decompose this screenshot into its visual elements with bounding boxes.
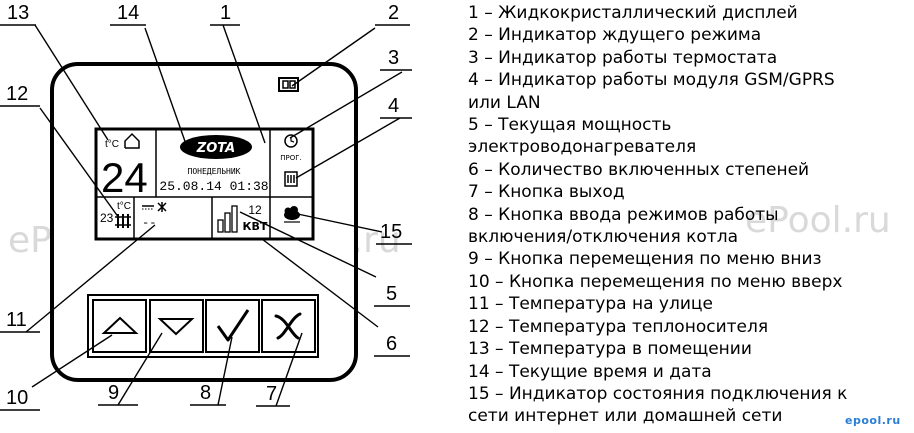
legend-item-15-cont: сети интернет или домашней сети <box>468 406 783 427</box>
callout-10: 10 <box>6 387 28 409</box>
legend-item-5-cont: электроводонагревателя <box>468 137 697 158</box>
coolant-temperature: 23 <box>100 211 114 225</box>
callout-15: 15 <box>380 221 402 243</box>
callout-6: 6 <box>386 333 397 355</box>
indoor-temp-unit: t°C <box>105 139 119 150</box>
callout-7: 7 <box>266 383 277 405</box>
power-stages-icon <box>217 205 238 233</box>
day-of-week: ПОНЕДЕЛЬНИК <box>188 167 241 176</box>
zota-logo-text: ZOTA <box>196 141 235 156</box>
outdoor-temperature: -- <box>142 216 156 230</box>
legend-item-1: 1 – Жидкокристаллический дисплей <box>468 3 798 23</box>
legend: 1 – Жидкокристаллический дисплей 2 – Инд… <box>468 2 912 428</box>
legend-item-15: 15 – Индикатор состояния подключения к <box>468 383 848 404</box>
outdoor-weather-icon <box>142 202 167 212</box>
menu-down-button[interactable] <box>149 299 204 353</box>
current-power: 12 <box>248 203 262 217</box>
legend-item-5: 5 – Текущая мощность <box>468 115 672 136</box>
program-label: ПРОГ. <box>280 154 302 162</box>
legend-item-7: 7 – Кнопка выход <box>468 182 625 203</box>
room-temperature: 24 <box>101 154 148 201</box>
caption-underlines <box>0 24 412 411</box>
callout-8: 8 <box>200 382 211 404</box>
legend-item-4: 4 – Индикатор работы модуля GSM/GPRS <box>468 70 835 91</box>
gsm-module-icon <box>284 171 298 187</box>
controller-diagram: ePool.ru ePool.ru t°C 24 ZOTA ПОНЕДЕЛЬНИ… <box>0 2 412 411</box>
callout-leaders <box>25 24 403 407</box>
legend-item-13: 13 – Температура в помещении <box>468 339 752 360</box>
legend-item-3: 3 – Индикатор работы термостата <box>468 47 778 68</box>
callout-13: 13 <box>7 2 29 24</box>
legend-item-4-cont: или LAN <box>468 92 541 113</box>
watermark-small: epool.ru <box>845 414 901 427</box>
menu-up-button[interactable] <box>92 299 147 353</box>
date-time: 25.08.14 01:38 <box>159 179 268 194</box>
callout-14: 14 <box>117 2 139 24</box>
zota-logo <box>180 135 252 159</box>
callout-11: 11 <box>6 309 27 331</box>
network-status-icon <box>284 206 300 223</box>
legend-item-11: 11 – Температура на улице <box>468 294 713 315</box>
power-unit: КВТ <box>243 220 268 233</box>
callout-12: 12 <box>6 83 28 105</box>
callout-3: 3 <box>388 47 399 69</box>
legend-item-8-cont: включения/отключения котла <box>468 227 738 248</box>
house-icon <box>124 132 140 149</box>
down-arrow-icon <box>157 318 195 336</box>
callout-5: 5 <box>386 283 397 305</box>
legend-item-2: 2 – Индикатор ждущего режима <box>468 25 762 46</box>
legend-item-8: 8 – Кнопка ввода режимов работы <box>468 204 779 225</box>
exit-icon <box>274 312 302 340</box>
coolant-temp-unit: t°C <box>117 201 131 212</box>
legend-item-9: 9 – Кнопка перемещения по меню вниз <box>468 249 822 270</box>
clock-icon <box>284 134 298 148</box>
callout-2: 2 <box>388 2 399 24</box>
lcd-display: t°C 24 ZOTA ПОНЕДЕЛЬНИК 25.08.14 01:38 П… <box>94 127 315 241</box>
legend-item-10: 10 – Кнопка перемещения по меню вверх <box>468 271 843 292</box>
legend-item-12: 12 – Температура теплоносителя <box>468 316 769 337</box>
legend-item-14: 14 – Текущие время и дата <box>468 361 712 382</box>
exit-button[interactable] <box>261 299 316 353</box>
legend-item-6: 6 – Количество включенных степеней <box>468 159 810 180</box>
up-arrow-icon <box>101 316 139 334</box>
callout-4: 4 <box>388 95 399 117</box>
checkmark-icon <box>216 309 250 342</box>
callout-9: 9 <box>108 382 119 404</box>
callout-1: 1 <box>220 2 231 24</box>
enter-mode-button[interactable] <box>205 299 260 353</box>
